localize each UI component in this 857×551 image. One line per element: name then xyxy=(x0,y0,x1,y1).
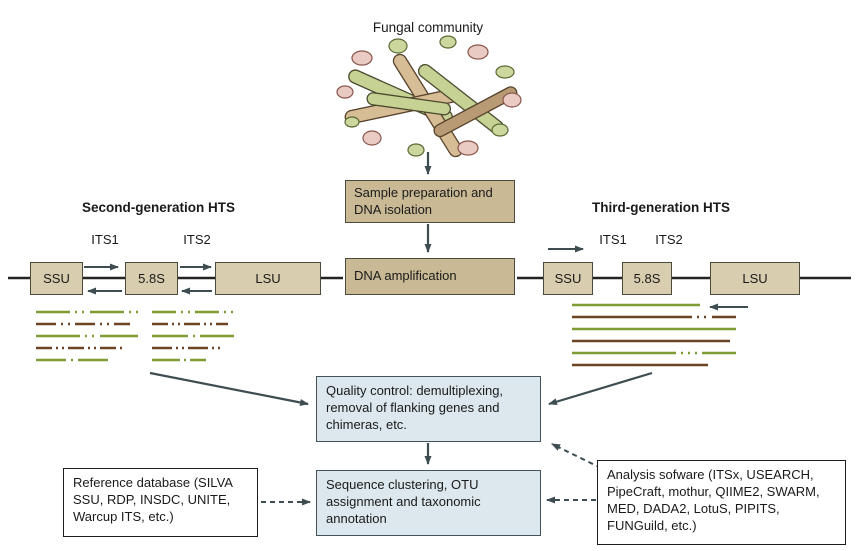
workflow-arrows xyxy=(149,152,653,465)
sample-preparation-box: Sample preparation and DNA isolation xyxy=(345,180,515,223)
fungal-community-label: Fungal community xyxy=(372,20,484,35)
analysis-software-box: Analysis sofware (ITSx, USEARCH, PipeCra… xyxy=(597,460,846,545)
primer-arrows-third-gen xyxy=(548,245,748,311)
dna-amplification-box: DNA amplification xyxy=(345,258,515,295)
primer-arrows-second-gen xyxy=(84,263,212,295)
58s-gene-box-third-gen: 5.8S xyxy=(622,262,672,295)
lsu-gene-box-second-gen: LSU xyxy=(215,262,321,295)
reference-database-box: Reference database (SILVA SSU, RDP, INSD… xyxy=(63,468,258,537)
reads-second-gen xyxy=(36,310,234,362)
58s-gene-box-second-gen: 5.8S xyxy=(125,262,178,295)
reads-third-gen xyxy=(572,303,736,367)
its1-label-second-gen: ITS1 xyxy=(91,232,119,247)
sequence-clustering-box: Sequence clustering, OTU assignment and … xyxy=(316,470,541,536)
dashed-arrows xyxy=(261,443,602,506)
its2-label-second-gen: ITS2 xyxy=(183,232,211,247)
ssu-gene-box-second-gen: SSU xyxy=(30,262,83,295)
fungal-community-illustration xyxy=(336,35,522,158)
its2-label-third-gen: ITS2 xyxy=(655,232,683,247)
its1-label-third-gen: ITS1 xyxy=(599,232,627,247)
lsu-gene-box-third-gen: LSU xyxy=(710,262,800,295)
third-generation-heading: Third-generation HTS xyxy=(592,200,730,215)
ssu-gene-box-third-gen: SSU xyxy=(543,262,593,295)
second-generation-heading: Second-generation HTS xyxy=(82,200,236,215)
quality-control-box: Quality control: demultiplexing, removal… xyxy=(316,376,541,442)
